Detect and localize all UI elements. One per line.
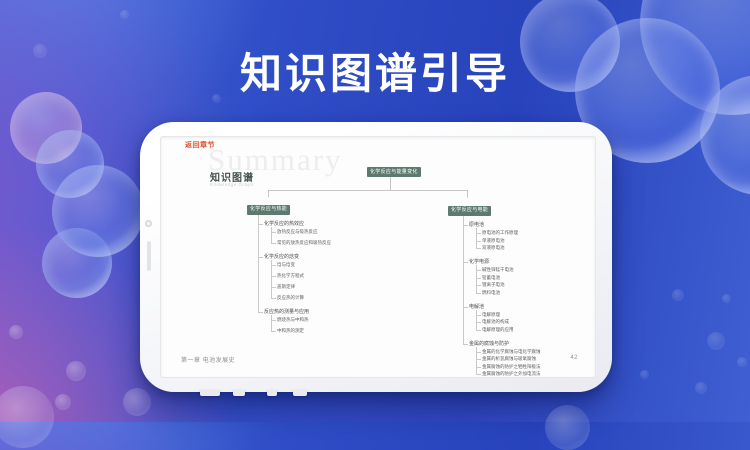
kg-child-label[interactable]: 金属的化学腐蚀与电化学腐蚀	[476, 346, 541, 355]
kg-group: 化学电源碱性锌锰干电池铅蓄电池锂离子电池燃料电池	[463, 251, 541, 296]
kg-branch-node[interactable]: 化学反应与热能	[247, 204, 291, 215]
kg-child-list: 原电池的工作原理单液原电池双液原电池	[476, 228, 541, 251]
page-footer: 第一章 电池发展史 42	[181, 355, 578, 364]
kg-child-list: 焓与焓变热化学方程式盖斯定律反应热的计算	[271, 260, 331, 301]
kg-group-label[interactable]: 金属的腐蚀与防护	[469, 340, 510, 347]
kg-child-label[interactable]: 金属腐蚀的防护之外加电流法	[476, 369, 541, 377]
kg-child-label[interactable]: 中和热的测定	[271, 323, 331, 334]
page-number: 42	[570, 355, 578, 361]
kg-child-label[interactable]: 燃料电池	[476, 288, 541, 296]
kg-child-label[interactable]: 盖斯定律	[271, 279, 331, 290]
kg-branch-thermal: 化学反应与热能 化学反应的热效应放热反应与吸热反应常见的放热反应和吸热反应化学反…	[247, 197, 331, 334]
kg-child-label[interactable]: 热化学方程式	[271, 268, 331, 279]
bubble	[123, 388, 151, 416]
device-frame: 返回章节 Summary 知识图谱 Knowledge Graph 化学反应与能…	[140, 122, 612, 396]
kg-child-list: 碱性锌锰干电池铅蓄电池锂离子电池燃料电池	[476, 265, 541, 296]
summary-watermark: Summary	[208, 142, 343, 177]
kg-child-label[interactable]: 单液原电池	[476, 236, 541, 244]
device-button	[293, 390, 307, 396]
speaker-slit	[146, 241, 151, 271]
bubble	[33, 44, 47, 58]
kg-child-label[interactable]: 燃烧热与中和热	[271, 315, 331, 323]
kg-child-label[interactable]: 金属的析氢腐蚀与吸氧腐蚀	[476, 354, 541, 362]
kg-group: 反应热的测量与应用燃烧热与中和热中和热的测定	[258, 301, 331, 334]
kg-branch-node[interactable]: 化学反应与电能	[448, 205, 492, 216]
kg-child-label[interactable]: 碱性锌锰干电池	[476, 265, 541, 273]
kg-group: 金属的腐蚀与防护金属的化学腐蚀与电化学腐蚀金属的析氢腐蚀与吸氧腐蚀金属腐蚀的防护…	[463, 332, 541, 378]
kg-child-label[interactable]: 铅蓄电池	[476, 273, 541, 281]
device-button	[233, 390, 245, 396]
bubble	[672, 289, 684, 301]
connector-line	[268, 190, 269, 197]
kg-group: 原电池原电池的工作原理单液原电池双液原电池	[463, 216, 541, 251]
kg-group-label[interactable]: 电解池	[469, 303, 485, 310]
front-camera-icon	[145, 220, 152, 227]
kg-child-label[interactable]: 原电池的工作原理	[476, 228, 541, 236]
kg-group-label[interactable]: 化学电源	[469, 259, 490, 265]
bubble	[707, 332, 725, 350]
bubble	[52, 165, 144, 257]
bubble	[0, 386, 54, 448]
kg-child-list: 金属的化学腐蚀与电化学腐蚀金属的析氢腐蚀与吸氧腐蚀金属腐蚀的防护之牺牲阳极法金属…	[476, 346, 541, 378]
kg-child-label[interactable]: 电解原理	[476, 309, 541, 318]
kg-group: 化学反应的热效应放热反应与吸热反应常见的放热反应和吸热反应	[258, 215, 331, 246]
knowledge-graph-heading: 知识图谱	[210, 173, 254, 184]
kg-child-label[interactable]: 电解池的构成	[476, 317, 541, 325]
device-button	[200, 390, 220, 396]
bubble	[640, 370, 649, 379]
kg-child-label[interactable]: 反应热的计算	[271, 290, 331, 301]
bubble	[120, 10, 129, 19]
bubble	[737, 357, 747, 367]
kg-child-label[interactable]: 金属腐蚀的防护之牺牲阳极法	[476, 362, 541, 370]
kg-group-list: 原电池原电池的工作原理单液原电池双液原电池化学电源碱性锌锰干电池铅蓄电池锂离子电…	[463, 216, 541, 378]
connector-line	[467, 190, 468, 198]
page-title: 知识图谱引导	[239, 50, 510, 97]
kg-branch-electrical: 化学反应与电能 原电池原电池的工作原理单液原电池双液原电池化学电源碱性锌锰干电池…	[448, 198, 541, 377]
bubble	[9, 325, 23, 339]
kg-child-label[interactable]: 双液原电池	[476, 243, 541, 251]
bubble	[66, 361, 86, 381]
kg-child-label[interactable]: 锂离子电池	[476, 280, 541, 288]
kg-child-list: 电解原理电解池的构成电解原理的应用	[476, 309, 541, 333]
connector-line	[268, 190, 468, 191]
kg-group: 电解池电解原理电解池的构成电解原理的应用	[463, 295, 541, 333]
device-screen: 返回章节 Summary 知识图谱 Knowledge Graph 化学反应与能…	[160, 136, 596, 378]
footer-chapter: 第一章 电池发展史	[181, 358, 236, 364]
kg-group: 化学反应的焓变焓与焓变热化学方程式盖斯定律反应热的计算	[258, 246, 331, 301]
bubble	[695, 382, 707, 394]
kg-child-list: 燃烧热与中和热中和热的测定	[271, 315, 331, 334]
kg-child-label[interactable]: 焓与焓变	[271, 260, 331, 268]
bubble	[545, 405, 590, 450]
bubble	[55, 394, 71, 410]
back-to-chapter-link[interactable]: 返回章节	[185, 142, 215, 149]
kg-group-list: 化学反应的热效应放热反应与吸热反应常见的放热反应和吸热反应化学反应的焓变焓与焓变…	[258, 215, 331, 334]
bubble	[722, 294, 731, 303]
kg-child-label[interactable]: 放热反应与吸热反应	[271, 227, 331, 235]
bubble	[212, 94, 221, 103]
kg-group-label[interactable]: 化学反应的热效应	[264, 221, 305, 227]
knowledge-graph-subheading: Knowledge Graph	[210, 182, 254, 187]
kg-group-label[interactable]: 化学反应的焓变	[264, 254, 300, 260]
connector-line	[390, 177, 391, 190]
kg-group-label[interactable]: 原电池	[469, 222, 485, 228]
kg-child-label[interactable]: 电解原理的应用	[476, 325, 541, 333]
device-button	[267, 390, 277, 396]
kg-child-list: 放热反应与吸热反应常见的放热反应和吸热反应	[271, 227, 331, 246]
kg-child-label[interactable]: 常见的放热反应和吸热反应	[271, 235, 331, 246]
kg-group-label[interactable]: 反应热的测量与应用	[264, 309, 310, 315]
kg-root-node[interactable]: 化学反应与能量变化	[367, 167, 421, 177]
